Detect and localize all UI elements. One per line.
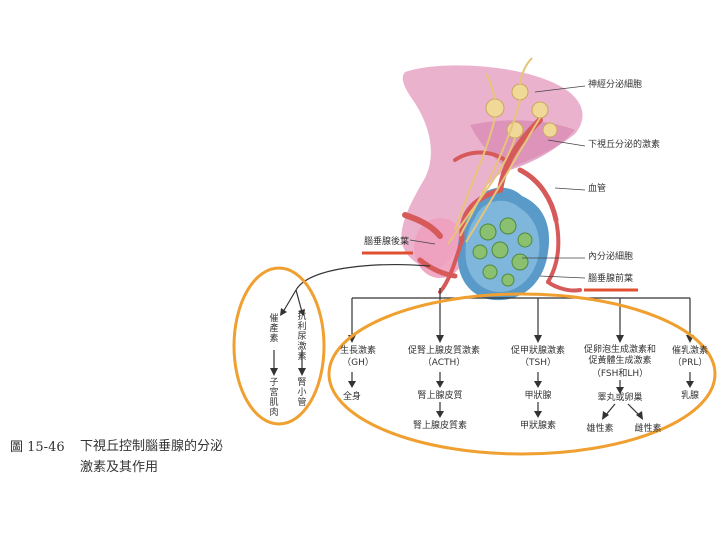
anterior-hormone-tsh: 促甲狀腺激素: [510, 346, 566, 356]
label-posterior-pituitary: 腦垂腺後葉: [364, 237, 410, 247]
posterior-hormone-adh: 抗利尿激素: [297, 312, 307, 362]
figure-number: 圖 15-46: [10, 440, 65, 455]
posterior-target-tubule: 腎小管: [297, 378, 307, 408]
anterior-hormone-gh: 生長激素: [339, 346, 377, 356]
label-anterior-pituitary: 腦垂腺前葉: [588, 274, 634, 284]
anterior-abbr-acth: （ACTH）: [422, 358, 466, 368]
posterior-highlight-ring: [232, 266, 326, 426]
anterior-hormone-acth: 促腎上腺皮質激素: [407, 346, 481, 356]
posterior-output-curve: [295, 264, 431, 291]
endocrine-cell-cluster: [472, 217, 533, 287]
anterior-abbr-fsh-lh: （FSH和LH）: [591, 369, 649, 379]
leader-lines: [409, 85, 586, 279]
anterior-target-gh: 全身: [342, 392, 362, 402]
anterior-product-tsh: 甲狀腺素: [519, 421, 557, 431]
anterior-hormone-fsh-lh: 促卵泡生成激素和促黃體生成激素: [583, 345, 656, 366]
anterior-target-prl: 乳腺: [680, 391, 700, 401]
anterior-abbr-tsh: （TSH）: [520, 358, 556, 368]
figure-caption: 下視丘控制腦垂腺的分泌激素及其作用: [80, 439, 224, 475]
label-blood-vessel: 血管: [588, 184, 607, 194]
anterior-abbr-gh: （GH）: [342, 358, 374, 368]
posterior-target-uterus: 子宮肌肉: [269, 378, 279, 418]
label-neurosecretory-cells: 神經分泌細胞: [588, 80, 643, 90]
anterior-highlight-ring: [327, 292, 717, 456]
anterior-product-acth: 腎上腺皮質素: [412, 421, 468, 431]
label-endocrine-cells: 內分泌細胞: [588, 252, 634, 262]
gonad-product-estrogen: 雌性素: [634, 424, 662, 434]
anterior-abbr-prl: （PRL）: [672, 358, 708, 368]
label-hypothalamic-hormones: 下視丘分泌的激素: [588, 140, 661, 150]
anterior-output-bracket: [348, 288, 694, 420]
anterior-hormone-prl: 催乳激素: [671, 346, 709, 356]
posterior-hormone-oxytocin: 催產素: [269, 314, 279, 344]
neurosecretory-cells: [447, 57, 558, 245]
anterior-target-tsh: 甲狀腺: [524, 391, 552, 401]
anterior-target-fsh-lh: 睪丸或卵巢: [597, 393, 643, 403]
anterior-target-acth: 腎上腺皮質: [417, 391, 463, 401]
gonad-product-androgen: 雄性素: [586, 424, 614, 434]
